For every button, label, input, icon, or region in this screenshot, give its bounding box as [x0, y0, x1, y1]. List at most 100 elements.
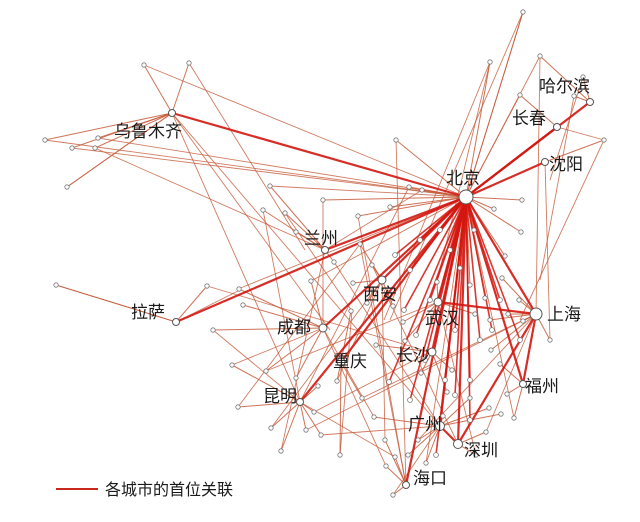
city-node: [467, 417, 473, 423]
city-node: [382, 437, 388, 443]
city-node: [260, 207, 266, 213]
link-line: [501, 277, 537, 315]
link-line: [359, 243, 407, 486]
link-line: [339, 310, 353, 456]
city-node: [278, 448, 284, 454]
link-line: [539, 55, 591, 103]
city-label-haikou: 海口: [413, 469, 447, 489]
city-node: [387, 204, 393, 210]
city-node: [497, 297, 503, 303]
city-node: [504, 391, 510, 397]
link-line: [333, 261, 441, 427]
city-node: [350, 280, 356, 286]
legend: 各城市的首位关联: [56, 480, 233, 499]
link-line: [322, 327, 375, 418]
primary-link-line: [171, 111, 467, 199]
primary-link-line: [465, 196, 521, 341]
link-line: [295, 231, 326, 251]
link-line: [280, 249, 326, 452]
hub-city-node: [402, 481, 410, 489]
city-node: [467, 282, 473, 288]
city-node: [601, 137, 607, 143]
primary-link-line: [465, 196, 537, 315]
primary-link-line: [435, 196, 467, 456]
city-label-lanzhou: 兰州: [304, 229, 338, 249]
primary-link-line: [324, 195, 467, 252]
links-layer-strong: [171, 101, 591, 486]
city-node: [472, 311, 478, 317]
city-node: [383, 463, 389, 469]
link-line: [171, 112, 301, 403]
city-node: [537, 53, 543, 59]
city-node: [483, 429, 489, 435]
city-node: [418, 370, 424, 376]
hub-city-node: [529, 307, 543, 321]
primary-link-line: [465, 196, 481, 341]
city-node: [519, 197, 525, 203]
city-label-guangzhou: 广州: [408, 415, 442, 435]
city-node: [357, 241, 363, 247]
primary-link-line: [404, 196, 468, 486]
link-line: [485, 313, 537, 433]
hub-city-node: [435, 421, 445, 431]
labels-layer: 北京 上海 哈尔滨 长春 沈阳 乌鲁木齐 兰州 西安 拉萨 成都 武汉 重庆 长…: [114, 77, 590, 489]
city-node: [401, 307, 407, 313]
link-line: [188, 62, 306, 251]
link-line: [66, 112, 173, 188]
primary-link-line: [465, 160, 546, 199]
city-node: [571, 93, 577, 99]
city-node: [141, 62, 147, 68]
city-node: [95, 135, 101, 141]
primary-link-line: [419, 196, 467, 241]
city-node: [442, 377, 448, 383]
city-node: [517, 92, 523, 98]
city-node: [393, 137, 399, 143]
city-node: [417, 237, 423, 243]
city-node: [499, 275, 505, 281]
link-line: [395, 139, 467, 198]
city-node: [434, 279, 440, 285]
link-line: [171, 112, 331, 331]
city-node: [355, 213, 361, 219]
city-node: [520, 318, 526, 324]
city-node: [386, 379, 392, 385]
link-line: [280, 401, 301, 452]
link-line: [324, 189, 423, 251]
nodes-layer: [42, 9, 607, 498]
link-line: [299, 401, 322, 436]
city-node: [440, 413, 446, 419]
city-node: [392, 454, 398, 460]
city-node: [236, 286, 242, 292]
city-node: [433, 452, 439, 458]
city-node: [267, 183, 273, 189]
city-label-changsha: 长沙: [396, 346, 430, 366]
city-node: [505, 311, 511, 317]
city-node: [42, 137, 48, 143]
link-line: [385, 465, 407, 486]
city-node: [517, 337, 523, 343]
link-line: [284, 212, 326, 251]
primary-link-line: [465, 101, 591, 198]
city-node: [477, 337, 483, 343]
hub-city-node: [541, 158, 549, 166]
link-line: [549, 76, 584, 181]
link-line: [171, 62, 190, 114]
link-line: [544, 161, 551, 341]
city-label-chengdu: 成都: [277, 318, 311, 338]
link-line: [389, 196, 467, 208]
city-node: [371, 414, 377, 420]
link-line: [519, 139, 605, 321]
city-label-lhasa: 拉萨: [131, 303, 165, 323]
city-node: [423, 460, 429, 466]
city-node: [486, 405, 492, 411]
link-line: [55, 284, 177, 323]
primary-link-line: [388, 196, 467, 383]
city-node: [204, 283, 210, 289]
city-node: [92, 145, 98, 151]
city-node: [471, 227, 477, 233]
link-line: [384, 439, 407, 486]
city-node: [390, 303, 396, 309]
city-node: [452, 327, 458, 333]
city-node: [268, 425, 274, 431]
